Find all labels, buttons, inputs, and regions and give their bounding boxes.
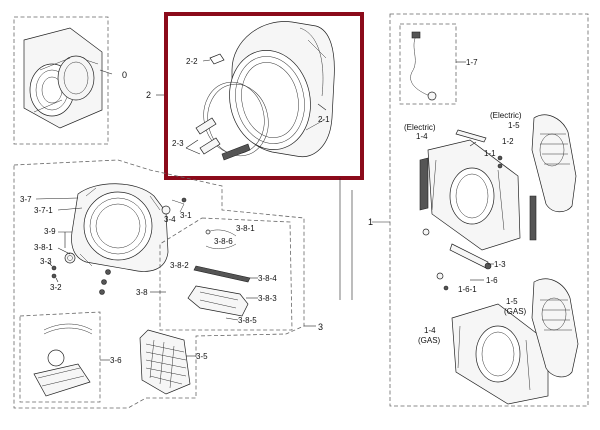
assembly-overview-group: 0 — [13, 16, 127, 145]
label-part-3-8-4[interactable]: 3-8-4 — [258, 274, 277, 283]
label-part-3-8-6[interactable]: 3-8-6 — [214, 237, 233, 246]
door-seal-drawing[interactable] — [33, 323, 93, 397]
label-part-3-6[interactable]: 3-6 — [110, 356, 122, 365]
label-part-1-3[interactable]: 1-3 — [494, 260, 506, 269]
connector-lines — [339, 178, 353, 300]
front-panel-gas-drawing[interactable] — [451, 303, 549, 405]
label-part-3-5[interactable]: 3-5 — [196, 352, 208, 361]
drum-assembly-group: 2 2-2 2-1 2-3 — [146, 12, 364, 180]
label-part-3-8-2[interactable]: 3-8-2 — [170, 261, 189, 270]
label-part-1-4[interactable]: 1-4 — [416, 132, 428, 141]
handle-kit-box — [159, 217, 293, 331]
highlight-selection-box[interactable] — [164, 12, 364, 180]
door-frame-drawing[interactable] — [71, 183, 169, 272]
assembly-overview-box — [13, 16, 109, 145]
label-part-1-2[interactable]: 1-2 — [502, 137, 514, 146]
label-part-3-8-1[interactable]: 3-8-1 — [236, 224, 255, 233]
label-part-1-5[interactable]: 1-5 — [508, 121, 520, 130]
screws-3-3-drawing[interactable] — [51, 265, 57, 279]
cabinet-front-group: 1 1-7 (Electric) 1-4 1-1 1-2 — [368, 13, 589, 407]
label-part-1-1[interactable]: 1-1 — [484, 149, 496, 158]
label-part-0[interactable]: 0 — [122, 70, 127, 80]
label-part-3-8-5[interactable]: 3-8-5 — [238, 316, 257, 325]
idler-pulley-drawing[interactable] — [436, 243, 492, 291]
cabinet-front-box — [389, 13, 589, 407]
wire-harness-drawing[interactable] — [410, 31, 437, 101]
front-panel-electric-drawing[interactable] — [419, 139, 521, 251]
wire-harness-box — [399, 23, 457, 105]
label-part-3-9-8-1[interactable]: 3-8-1 — [34, 243, 53, 252]
label-part-1-5-gas[interactable]: 1-5 — [506, 297, 518, 306]
handle-wire-drawing[interactable] — [205, 229, 237, 249]
label-part-3-8-3[interactable]: 3-8-3 — [258, 294, 277, 303]
label-part-3-4[interactable]: 3-4 — [164, 215, 176, 224]
rear-panel-gas-drawing[interactable] — [531, 278, 579, 378]
label-part-1-6-1[interactable]: 1-6-1 — [458, 285, 477, 294]
control-bracket-drawing[interactable] — [422, 129, 503, 236]
label-electric-a[interactable]: (Electric) — [404, 123, 436, 132]
label-electric-b[interactable]: (Electric) — [490, 111, 522, 120]
handle-cover-drawing[interactable] — [187, 285, 249, 317]
handle-bar-drawing[interactable] — [193, 265, 251, 283]
label-part-1-7[interactable]: 1-7 — [466, 58, 478, 67]
assembly-overview-drawing[interactable] — [23, 27, 113, 129]
lint-filter-drawing[interactable] — [139, 329, 191, 395]
hinge-drawing[interactable] — [64, 252, 76, 264]
label-part-3-7[interactable]: 3-7 — [20, 195, 32, 204]
label-part-3-1[interactable]: 3-1 — [180, 211, 192, 220]
screws-3-8-drawing[interactable] — [99, 269, 111, 295]
label-part-3-2[interactable]: 3-2 — [50, 283, 62, 292]
label-part-1[interactable]: 1 — [368, 217, 373, 227]
door-assembly-group: 3 3-7 3-7-1 3-9 3-8-1 3-3 3-2 — [13, 159, 323, 409]
door-assembly-boundary — [13, 159, 305, 409]
label-part-3-9[interactable]: 3-9 — [44, 227, 56, 236]
label-part-3[interactable]: 3 — [318, 322, 323, 332]
label-gas-a[interactable]: (GAS) — [418, 336, 441, 345]
label-part-2-1[interactable]: 2-1 — [318, 115, 330, 124]
rear-panel-electric-drawing[interactable] — [529, 114, 577, 241]
door-hook-drawing[interactable] — [161, 197, 187, 215]
label-part-1-6[interactable]: 1-6 — [486, 276, 498, 285]
label-gas-b[interactable]: (GAS) — [504, 307, 527, 316]
label-part-3-3[interactable]: 3-3 — [40, 257, 52, 266]
label-part-3-7-1[interactable]: 3-7-1 — [34, 206, 53, 215]
drum-drawing[interactable] — [195, 21, 335, 162]
label-part-2-2[interactable]: 2-2 — [186, 57, 198, 66]
label-part-2[interactable]: 2 — [146, 90, 151, 100]
label-part-3-8[interactable]: 3-8 — [136, 288, 148, 297]
label-part-1-4-gas[interactable]: 1-4 — [424, 326, 436, 335]
seal-kit-box — [19, 311, 101, 403]
label-part-2-3[interactable]: 2-3 — [172, 139, 184, 148]
